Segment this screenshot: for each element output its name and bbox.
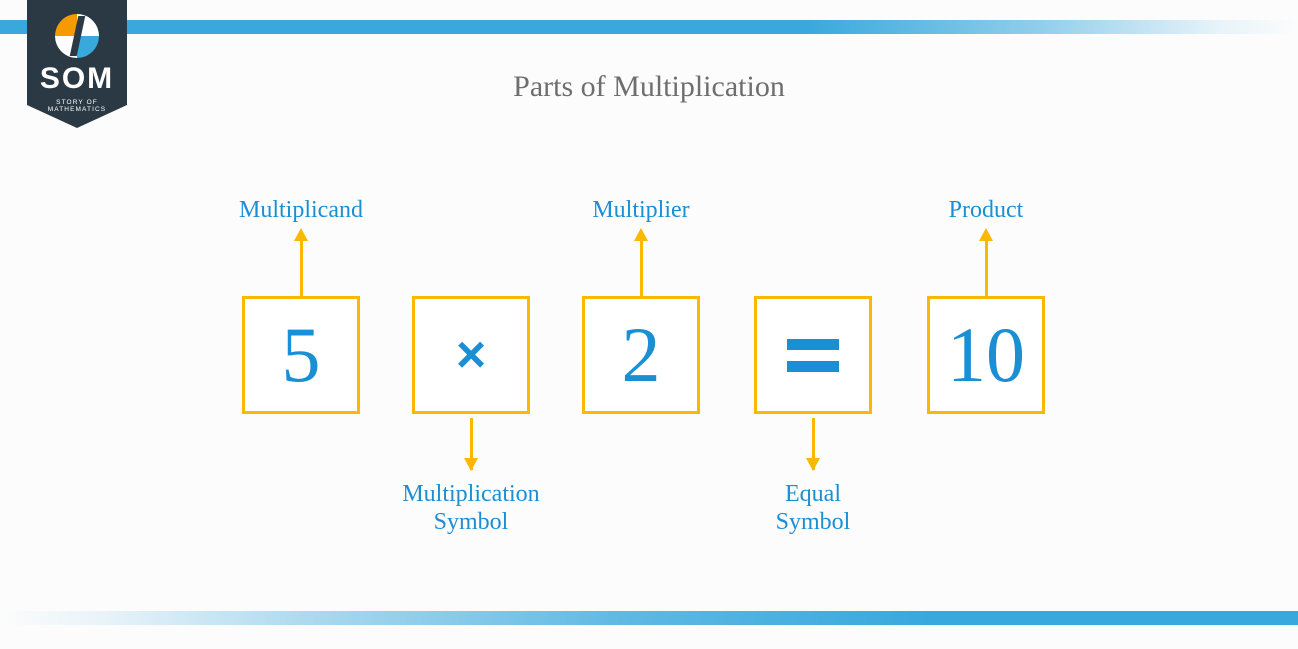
bottom-decorative-bar bbox=[0, 611, 1298, 625]
equation-digit: 5 bbox=[281, 311, 321, 398]
som-logo-mark-icon bbox=[55, 14, 99, 58]
logo-wordmark: SOM bbox=[39, 62, 115, 95]
equation-cell: 2 bbox=[582, 296, 700, 414]
term-label: Multiplier bbox=[592, 197, 690, 223]
arrow-up-head-icon bbox=[294, 228, 308, 241]
equation-term: Multiplicand 5 bbox=[211, 196, 391, 414]
multiplication-symbol-icon: × bbox=[455, 326, 487, 384]
term-label: Product bbox=[948, 197, 1024, 223]
arrow-up-head-icon bbox=[634, 228, 648, 241]
equals-symbol-icon bbox=[787, 338, 839, 372]
equation-cell: 10 bbox=[927, 296, 1045, 414]
equation-term: Product 10 bbox=[896, 196, 1076, 414]
term-label: Multiplication Symbol bbox=[402, 481, 540, 536]
equation-digit: 2 bbox=[621, 311, 661, 398]
arrow-down-head-icon bbox=[806, 458, 820, 471]
equation-cell: 5 bbox=[242, 296, 360, 414]
arrow-up-head-icon bbox=[979, 228, 993, 241]
arrow-down-head-icon bbox=[464, 458, 478, 471]
equation-term: Multiplier 2 bbox=[551, 196, 731, 414]
equation-digit: 10 bbox=[947, 311, 1025, 398]
logo-tagline: STORY OF MATHEMATICS bbox=[47, 99, 107, 113]
term-label: Multiplicand bbox=[239, 197, 363, 223]
top-decorative-bar bbox=[0, 20, 1298, 34]
arrow-down-shaft bbox=[811, 418, 815, 470]
term-label: Equal Symbol bbox=[775, 481, 851, 536]
arrow-up-shaft bbox=[299, 238, 303, 296]
equation-cell bbox=[754, 296, 872, 414]
equation-cell: × bbox=[412, 296, 530, 414]
page-title: Parts of Multiplication bbox=[513, 70, 785, 103]
arrow-up-shaft bbox=[984, 238, 988, 296]
arrow-up-shaft bbox=[639, 238, 643, 296]
som-logo-badge: SOM STORY OF MATHEMATICS bbox=[27, 0, 127, 128]
arrow-down-shaft bbox=[469, 418, 473, 470]
